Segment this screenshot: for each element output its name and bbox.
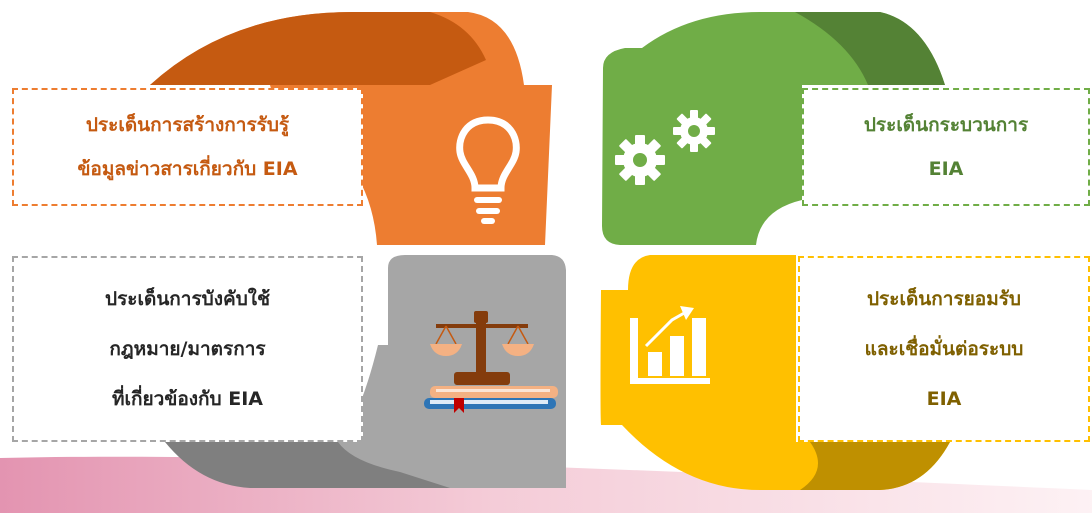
green-quadrant bbox=[602, 12, 945, 245]
law-enforcement-issue-line-2: กฎหมาย/มาตรการ bbox=[109, 338, 266, 360]
gears-icon bbox=[615, 110, 715, 185]
yellow-arrow-fold bbox=[800, 442, 950, 490]
awareness-issue-line-2: ข้อมูลข่าวสารเกี่ยวกับ EIA bbox=[77, 158, 298, 180]
green-arrow-shape bbox=[602, 12, 945, 245]
orange-arrow-fold bbox=[150, 12, 486, 85]
law-enforcement-issue-line-1: ประเด็นการบังคับใช้ bbox=[105, 288, 270, 310]
lightbulb-icon bbox=[456, 116, 520, 224]
awareness-issue-line-1: ประเด็นการสร้างการรับรู้ bbox=[85, 114, 290, 136]
acceptance-issue-line-2: และเชื่อมั่นต่อระบบ bbox=[864, 338, 1024, 360]
law-enforcement-issue-line-3: ที่เกี่ยวข้องกับ EIA bbox=[112, 388, 263, 410]
gray-quadrant bbox=[165, 255, 566, 488]
gray-arrow-fold bbox=[165, 442, 450, 488]
acceptance-issue-line-3: EIA bbox=[926, 388, 962, 410]
acceptance-issue-line-1: ประเด็นการยอมรับ bbox=[866, 288, 1021, 310]
awareness-issue-box: ประเด็นการสร้างการรับรู้ ข้อมูลข่าวสารเก… bbox=[12, 88, 363, 206]
growth-chart-icon bbox=[630, 306, 710, 384]
yellow-quadrant bbox=[600, 255, 950, 490]
process-issue-line-1: ประเด็นกระบวนการ bbox=[863, 114, 1029, 136]
process-issue-line-2: EIA bbox=[928, 158, 964, 180]
acceptance-issue-box: ประเด็นการยอมรับ และเชื่อมั่นต่อระบบ EIA bbox=[798, 256, 1090, 442]
gray-arrow-shape bbox=[272, 255, 566, 488]
process-issue-box: ประเด็นกระบวนการ EIA bbox=[802, 88, 1090, 206]
law-enforcement-issue-box: ประเด็นการบังคับใช้ กฎหมาย/มาตรการ ที่เก… bbox=[12, 256, 363, 442]
green-arrow-fold bbox=[795, 12, 945, 85]
scales-of-justice-on-books-icon bbox=[424, 311, 558, 413]
